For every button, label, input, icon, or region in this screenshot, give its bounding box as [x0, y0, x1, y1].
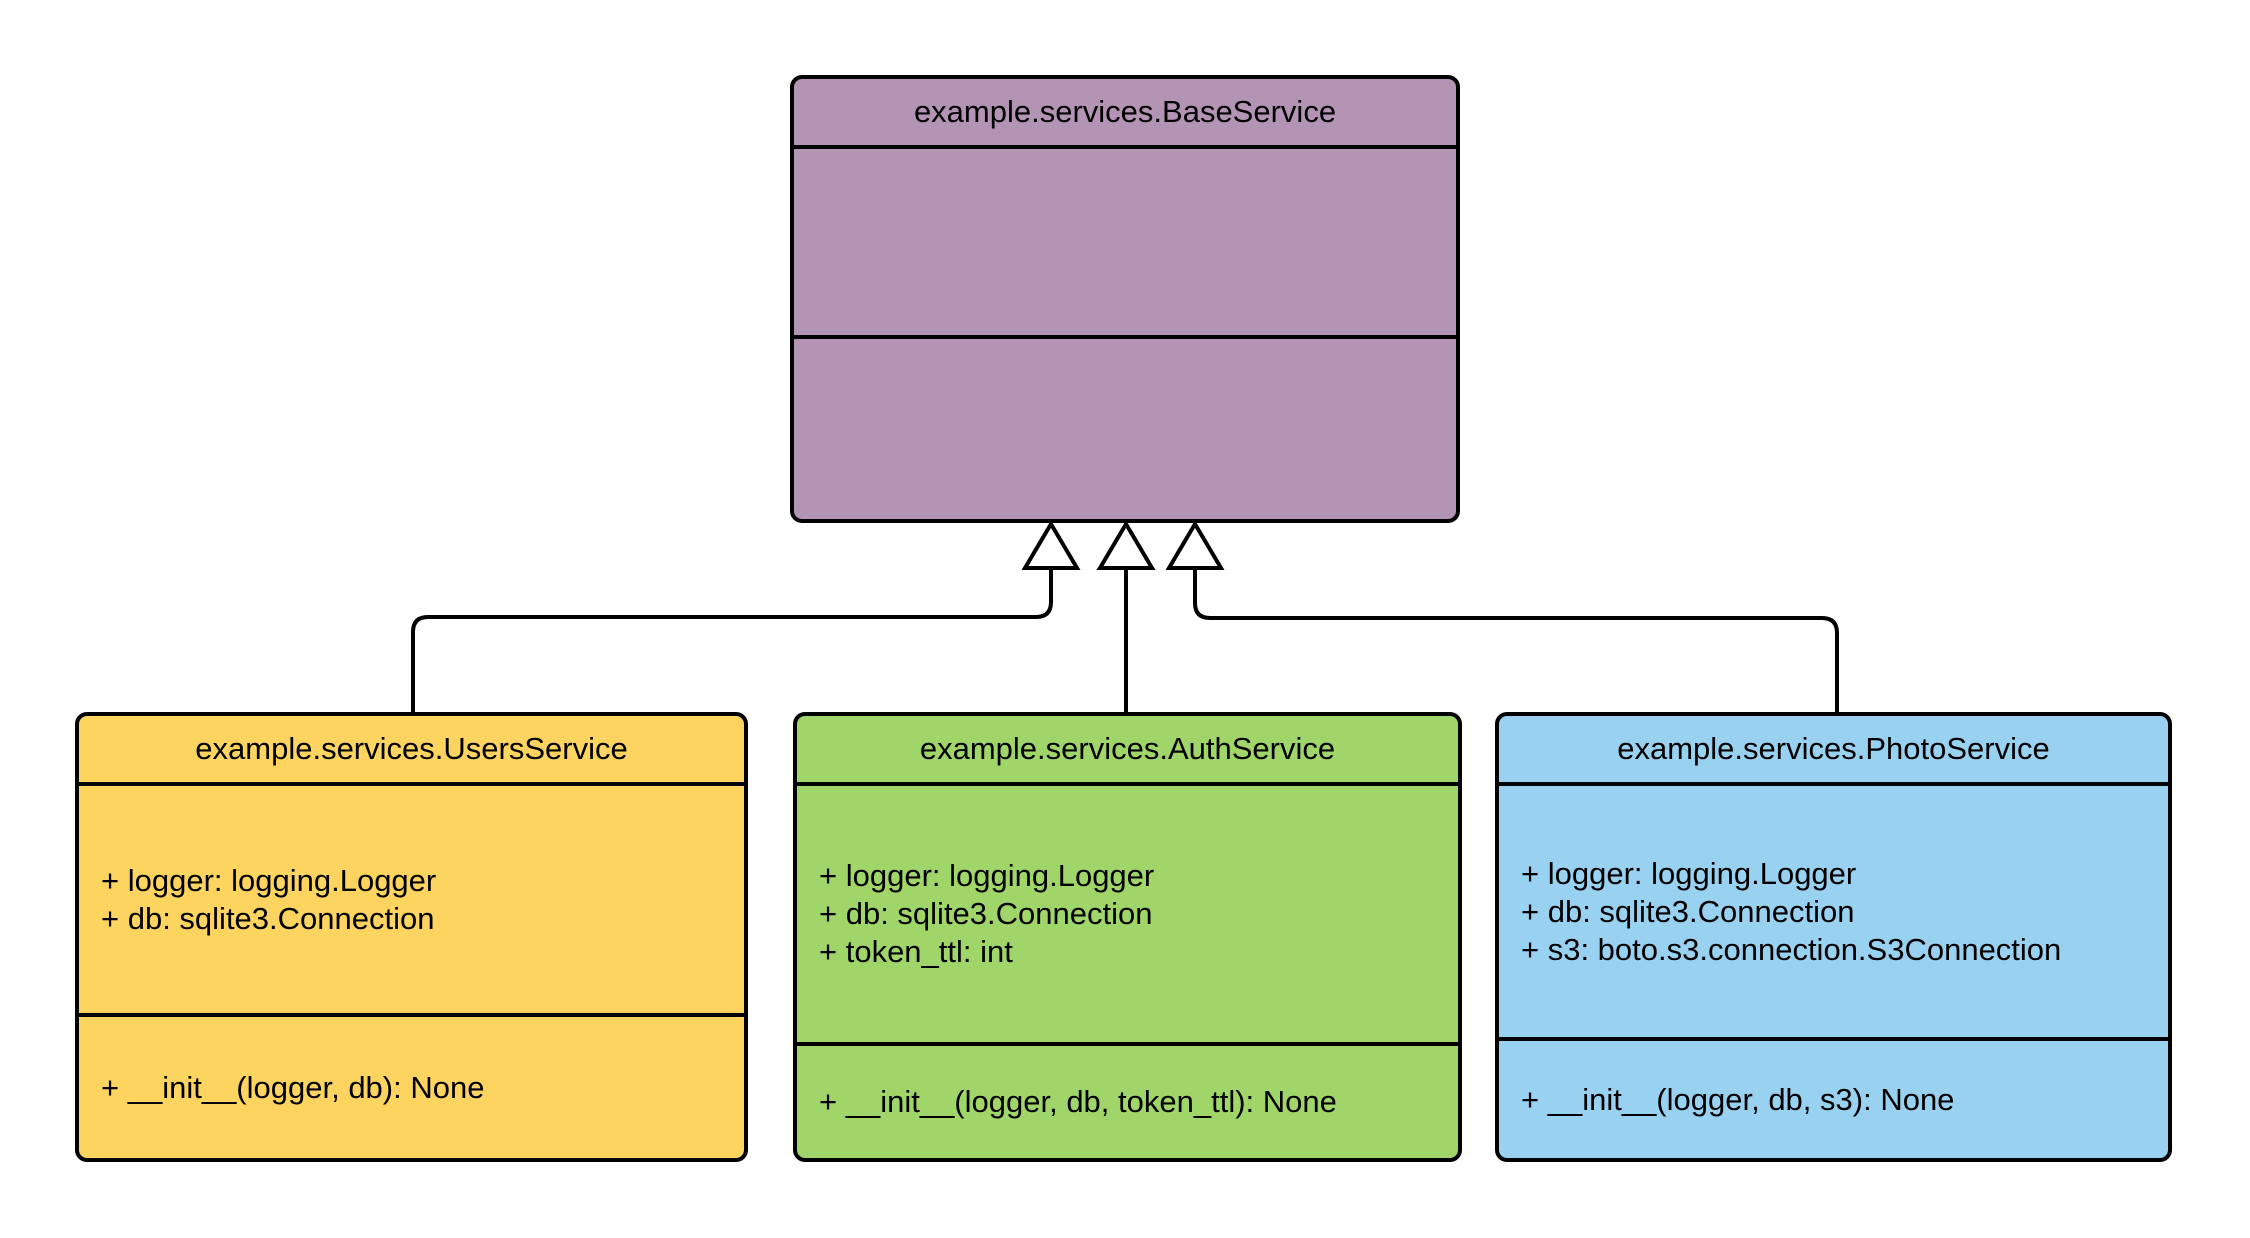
inheritance-arrowhead-left	[1021, 520, 1081, 570]
methods-compartment: + __init__(logger, db): None	[79, 1017, 744, 1158]
attributes-compartment: + logger: logging.Logger + db: sqlite3.C…	[79, 786, 744, 1017]
attribute: + db: sqlite3.Connection	[101, 900, 435, 936]
attribute: + logger: logging.Logger	[1521, 855, 1857, 891]
attribute: + db: sqlite3.Connection	[819, 896, 1153, 931]
attribute: + s3: boto.s3.connection.S3Connection	[1521, 931, 2062, 967]
methods-compartment: + __init__(logger, db, token_ttl): None	[797, 1046, 1458, 1158]
class-name: example.services.UsersService	[79, 716, 744, 786]
attribute: + db: sqlite3.Connection	[1521, 893, 1855, 929]
class-node-users-service: example.services.UsersService + logger: …	[75, 712, 748, 1162]
class-node-base-service: example.services.BaseService	[790, 75, 1460, 523]
class-node-auth-service: example.services.AuthService + logger: l…	[793, 712, 1462, 1162]
inheritance-arrowhead-middle	[1096, 520, 1156, 570]
class-name: example.services.AuthService	[797, 716, 1458, 786]
methods-compartment: + __init__(logger, db, s3): None	[1499, 1041, 2168, 1158]
attribute: + token_ttl: int	[819, 934, 1013, 969]
edge-users-service-to-base-service	[411, 566, 1053, 714]
attributes-compartment: + logger: logging.Logger + db: sqlite3.C…	[1499, 786, 2168, 1041]
attribute: + logger: logging.Logger	[819, 858, 1155, 893]
edge-photo-service-to-base-service	[1193, 566, 1839, 714]
attributes-compartment	[794, 149, 1456, 339]
method: + __init__(logger, db): None	[101, 1069, 485, 1105]
attributes-compartment: + logger: logging.Logger + db: sqlite3.C…	[797, 786, 1458, 1046]
class-name: example.services.PhotoService	[1499, 716, 2168, 786]
attribute: + logger: logging.Logger	[101, 862, 437, 898]
method: + __init__(logger, db, s3): None	[1521, 1081, 1955, 1117]
class-node-photo-service: example.services.PhotoService + logger: …	[1495, 712, 2172, 1162]
methods-compartment	[794, 339, 1456, 519]
inheritance-arrowhead-right	[1165, 520, 1225, 570]
method: + __init__(logger, db, token_ttl): None	[819, 1084, 1337, 1119]
class-name: example.services.BaseService	[794, 79, 1456, 149]
